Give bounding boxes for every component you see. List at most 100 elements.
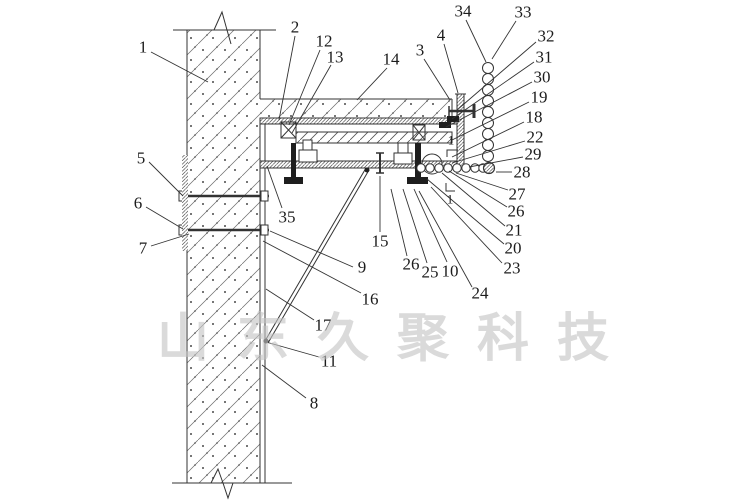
coil-chain-circle xyxy=(482,117,494,129)
embed-x-left-b xyxy=(280,121,297,139)
callout-label-10: 10 xyxy=(442,262,459,281)
embed-box-left xyxy=(280,121,297,139)
leader-lines-layer xyxy=(145,19,537,399)
callout-label-30: 30 xyxy=(534,68,551,87)
hanger-foot-right xyxy=(407,177,428,184)
leader-line-6 xyxy=(145,206,184,230)
sealant-chain-layer xyxy=(416,62,496,175)
leader-line-27 xyxy=(455,172,509,191)
leader-line-25 xyxy=(402,188,428,264)
diagonal-brace-b xyxy=(267,169,370,344)
adj-hanger-right-neck xyxy=(397,142,409,154)
diagonal-brace-a xyxy=(264,167,367,342)
leader-line-11 xyxy=(265,341,320,358)
callout-label-26: 26 xyxy=(508,202,525,221)
leader-line-24 xyxy=(418,190,473,288)
callout-label-12: 12 xyxy=(316,32,333,51)
callout-label-3: 3 xyxy=(416,41,425,60)
leader-line-23 xyxy=(430,186,503,264)
callout-label-20: 20 xyxy=(505,239,522,258)
leader-line-29 xyxy=(468,156,524,168)
watermark-text: 山东久聚科技 xyxy=(157,308,637,369)
panel-strip xyxy=(295,131,453,144)
leader-line-1 xyxy=(150,51,209,83)
slab-concrete-hatch xyxy=(260,99,452,118)
callout-label-33: 33 xyxy=(515,3,532,22)
callout-label-24: 24 xyxy=(472,284,490,303)
leader-line-17 xyxy=(265,288,315,321)
hanger-rod-left xyxy=(291,143,296,178)
callout-label-22: 22 xyxy=(527,128,544,147)
leader-line-20 xyxy=(426,178,505,245)
leader-line-3 xyxy=(423,58,451,101)
leader-line-26 xyxy=(448,170,508,208)
callout-label-29: 29 xyxy=(525,145,542,164)
callout-label-34: 34 xyxy=(455,2,473,21)
anchor-nut-upper xyxy=(260,190,269,202)
z-bracket-lower xyxy=(439,122,451,128)
section-mark-digit: 1 xyxy=(447,192,454,207)
z-bracket-upper xyxy=(447,116,459,122)
section-mark-digit: 1 xyxy=(448,133,455,148)
leader-line-34 xyxy=(465,19,487,63)
callout-label-5: 5 xyxy=(137,149,146,168)
leader-line-31 xyxy=(451,61,535,120)
callout-label-18: 18 xyxy=(526,108,543,127)
callout-label-26: 26 xyxy=(403,255,420,274)
leader-line-32 xyxy=(456,41,537,111)
leader-line-9 xyxy=(269,230,354,268)
coil-chain-circle xyxy=(482,106,494,118)
embed-x-right-b xyxy=(412,124,426,141)
leader-line-12 xyxy=(288,49,321,126)
callout-label-8: 8 xyxy=(310,394,319,413)
adj-hanger-left-base xyxy=(298,149,318,163)
callout-label-21: 21 xyxy=(506,221,523,240)
wall-bottom-break xyxy=(210,467,234,500)
section-bracket-bottom xyxy=(445,183,455,192)
section-bracket-top xyxy=(446,149,458,157)
sealant-end-circle xyxy=(482,161,496,175)
callout-label-32: 32 xyxy=(538,27,555,46)
coil-chain-circle xyxy=(443,163,453,173)
coil-chain-circle xyxy=(425,163,435,173)
callout-label-2: 2 xyxy=(291,18,300,37)
callout-label-4: 4 xyxy=(437,26,446,45)
callout-label-31: 31 xyxy=(536,48,553,67)
wall-concrete-hatch xyxy=(187,30,260,483)
leader-line-10 xyxy=(413,188,448,263)
callout-label-6: 6 xyxy=(134,194,143,213)
callout-label-27: 27 xyxy=(509,185,527,204)
leader-line-8 xyxy=(261,364,307,399)
leader-line-2 xyxy=(278,35,296,121)
leader-line-33 xyxy=(491,20,517,60)
brace-bolt-top xyxy=(364,167,370,173)
leader-line-19 xyxy=(451,101,530,141)
coil-chain-circle xyxy=(416,163,426,173)
callout-label-15: 15 xyxy=(372,232,389,251)
leader-line-22 xyxy=(451,140,526,164)
coil-chain-circle xyxy=(461,163,471,173)
leader-line-16 xyxy=(262,240,362,294)
wall-face-strip xyxy=(182,155,188,251)
leader-line-5 xyxy=(148,161,184,197)
callout-label-35: 35 xyxy=(279,208,296,227)
callout-label-13: 13 xyxy=(327,48,344,67)
hanger-rod-right xyxy=(415,143,421,178)
coil-chain-circle xyxy=(482,62,494,74)
callout-label-14: 14 xyxy=(383,50,401,69)
leader-line-30 xyxy=(445,81,533,128)
leader-line-21 xyxy=(441,172,506,227)
callout-label-7: 7 xyxy=(139,239,148,258)
anchor-nut-lower xyxy=(260,224,269,236)
leader-line-14 xyxy=(356,67,388,101)
leader-line-13 xyxy=(291,64,332,134)
callout-label-11: 11 xyxy=(321,352,337,371)
adj-hanger-right-base xyxy=(393,152,413,165)
structure-layer xyxy=(172,10,476,500)
leader-line-18 xyxy=(451,121,525,158)
leader-line-26 xyxy=(390,188,408,257)
adj-hanger-left-neck xyxy=(302,139,313,151)
